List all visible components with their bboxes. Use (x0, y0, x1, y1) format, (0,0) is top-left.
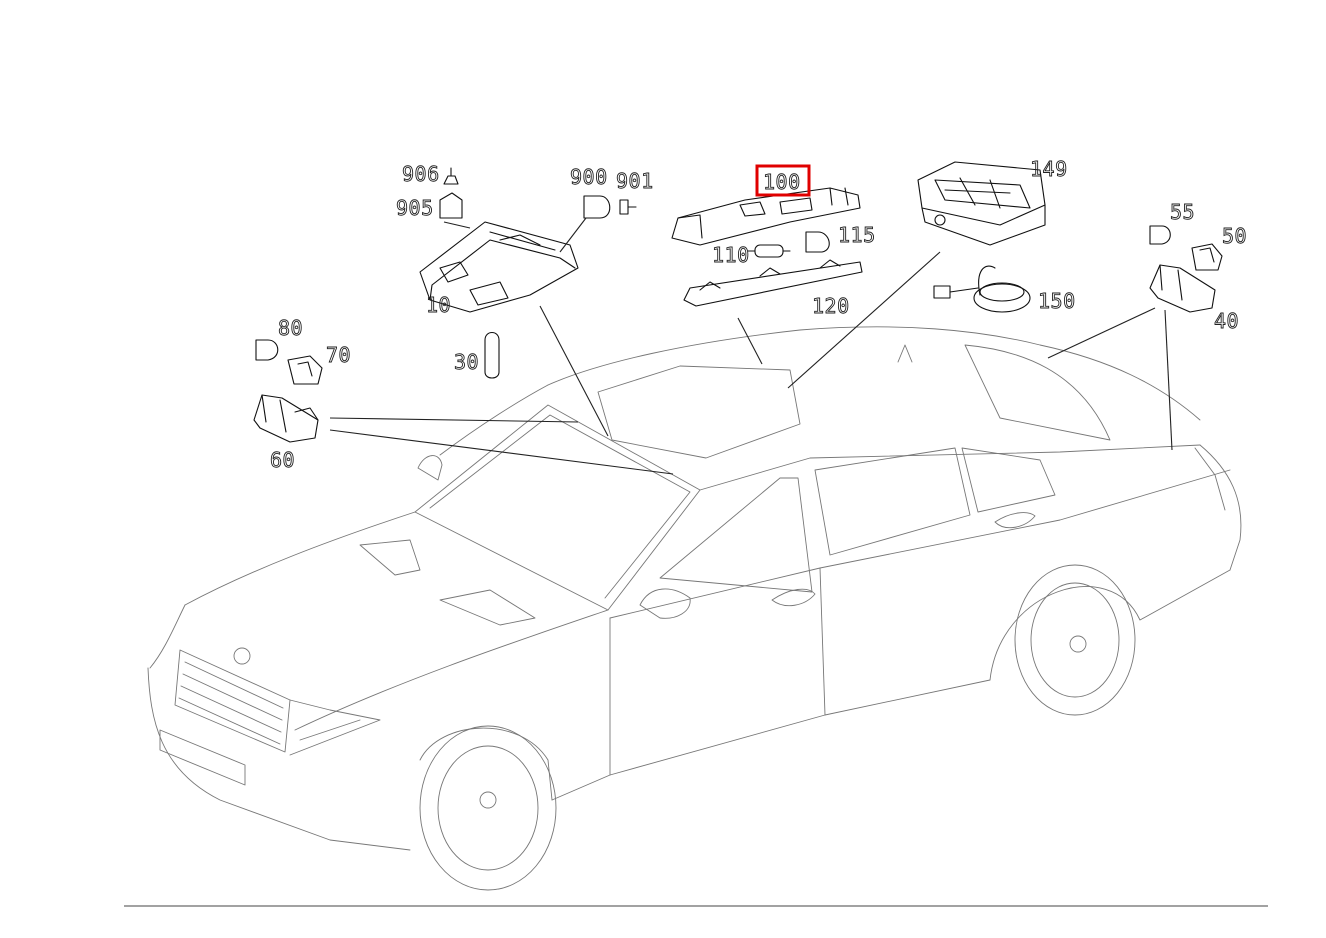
part-110-bulb (747, 244, 791, 258)
highlight-box (755, 164, 811, 197)
label-50[interactable]: 50 (1222, 224, 1247, 249)
part-80-bulb (255, 339, 279, 361)
label-80[interactable]: 80 (278, 316, 303, 341)
part-70-socket (287, 355, 323, 385)
label-120[interactable]: 120 (812, 294, 850, 319)
part-900-lamp (583, 195, 611, 219)
label-100[interactable]: 100 (763, 170, 801, 195)
leader-lines (329, 217, 1173, 475)
label-150[interactable]: 150 (1038, 289, 1076, 314)
label-149[interactable]: 149 (1030, 157, 1068, 182)
car-illustration (147, 326, 1242, 891)
label-115[interactable]: 115 (838, 223, 876, 248)
part-150-speaker (933, 265, 1031, 313)
part-30-lamp (484, 331, 500, 379)
label-900[interactable]: 900 (570, 165, 608, 190)
part-55-bulb (1149, 225, 1171, 245)
label-10[interactable]: 10 (426, 293, 451, 318)
label-60[interactable]: 60 (270, 448, 295, 473)
part-906-bulb (443, 167, 459, 185)
part-901-bulb (619, 199, 637, 215)
part-10-front-overhead-console (419, 221, 579, 313)
label-30[interactable]: 30 (454, 350, 479, 375)
part-100-rear-overhead-console (671, 187, 861, 246)
label-901[interactable]: 901 (616, 169, 654, 194)
part-120-lamp-strip (683, 259, 863, 307)
part-labels: 906 905 900 901 100 149 115 110 120 150 … (270, 157, 1247, 473)
label-110[interactable]: 110 (712, 243, 750, 268)
part-50-socket (1191, 243, 1223, 271)
label-40[interactable]: 40 (1214, 309, 1239, 334)
label-906[interactable]: 906 (402, 162, 440, 187)
part-149-control-module (917, 161, 1046, 246)
part-905-lens (439, 192, 463, 219)
label-70[interactable]: 70 (326, 343, 351, 368)
part-40-lamp-housing (1149, 264, 1216, 313)
part-115-bulb (805, 231, 830, 253)
label-55[interactable]: 55 (1170, 200, 1195, 225)
part-60-lamp-housing (253, 394, 319, 443)
label-905[interactable]: 905 (396, 196, 434, 221)
